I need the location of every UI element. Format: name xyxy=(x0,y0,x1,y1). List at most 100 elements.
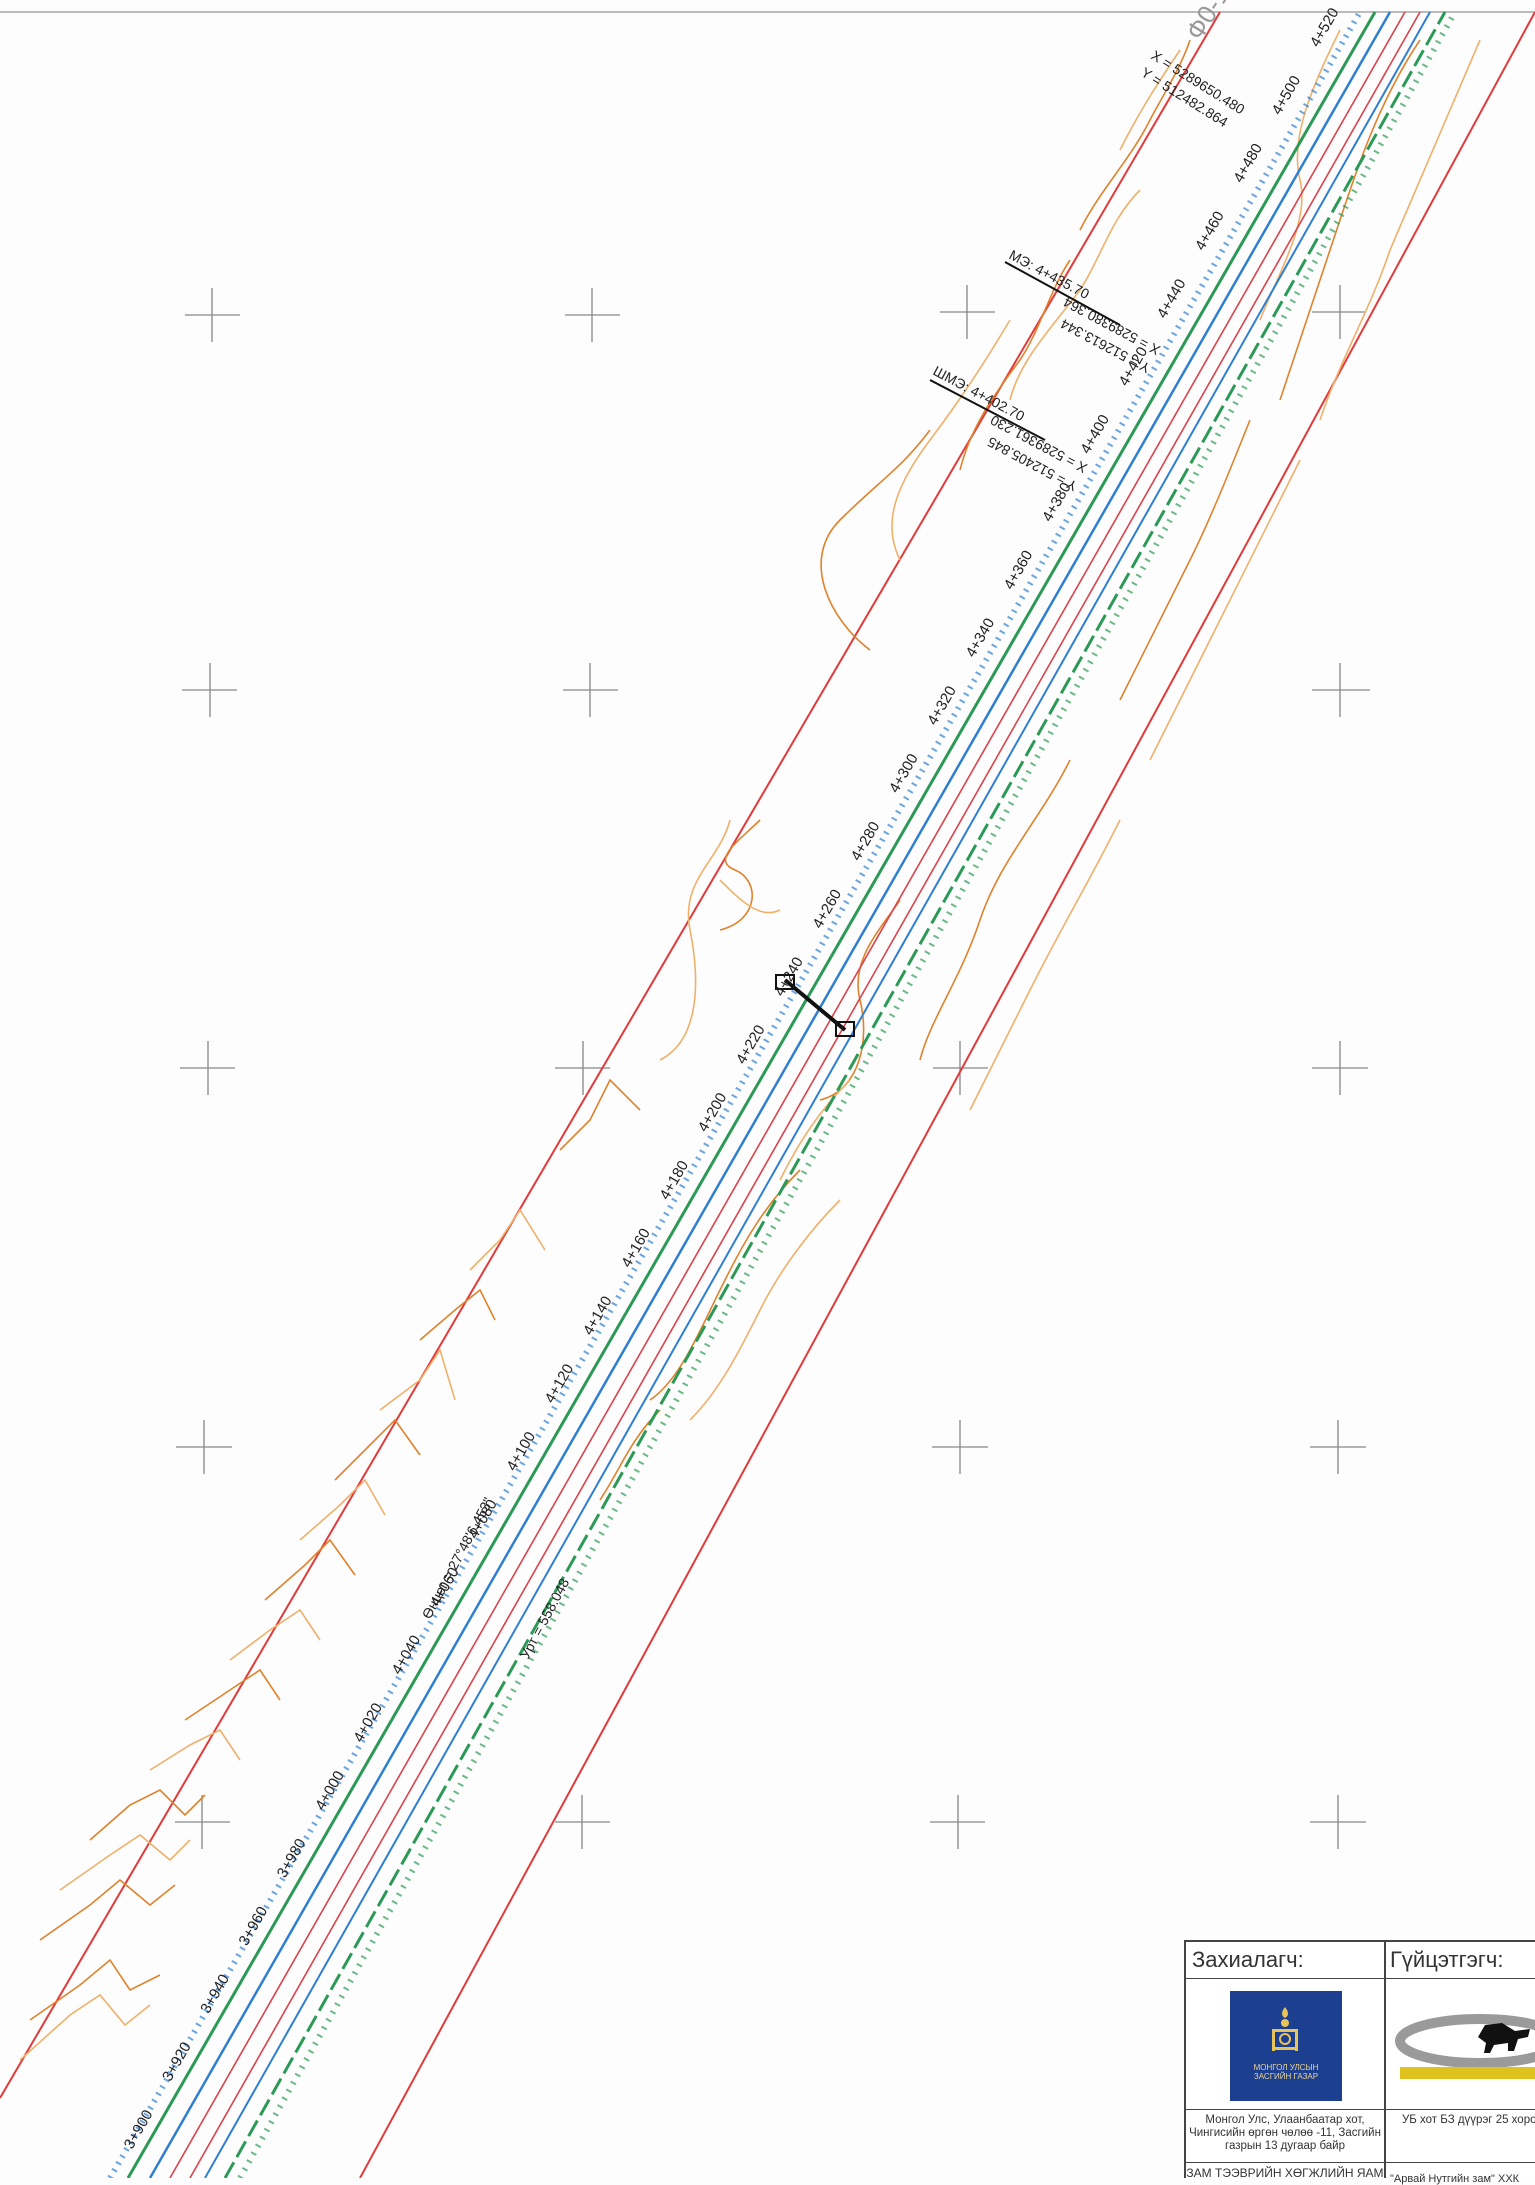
contour-line xyxy=(59,1834,191,1891)
government-emblem: МОНГОЛ УЛСЫН ЗАСГИЙН ГАЗАР xyxy=(1230,1991,1342,2101)
grid-cross xyxy=(932,1420,988,1474)
contour-line xyxy=(264,1538,356,1601)
road-edge-blue-2 xyxy=(204,11,1431,2178)
shme-label: ШМЭ: 4+402.70 xyxy=(931,363,1028,425)
contour-line xyxy=(89,1789,206,1841)
ditch-line-right xyxy=(237,10,1458,2178)
grid-cross xyxy=(1310,1795,1366,1849)
client-column: Захиалагч: МОНГОЛ УЛСЫН ЗАСГИЙН ГАЗАР Мо… xyxy=(1186,1942,1386,2180)
title-block: Захиалагч: МОНГОЛ УЛСЫН ЗАСГИЙН ГАЗАР Мо… xyxy=(1184,1940,1535,2185)
me-label: МЭ: 4+435.70 xyxy=(1007,247,1093,303)
contour-lines xyxy=(19,29,1481,2061)
station-label: 4+360 xyxy=(1001,548,1037,593)
station-label: 4+100 xyxy=(503,1429,539,1474)
contour-line xyxy=(779,1079,851,1181)
contour-line xyxy=(184,1668,281,1721)
contour-line xyxy=(149,1728,241,1771)
contour-line xyxy=(1119,49,1181,151)
station-label: 4+480 xyxy=(1230,141,1266,186)
grid-cross xyxy=(1312,663,1370,717)
contractor-address: УБ хот БЗ дүүрэг 25 хороо 68-17 тоот xyxy=(1384,2110,1535,2163)
cross-section-box-a xyxy=(775,974,795,990)
station-label: 4+300 xyxy=(886,751,922,796)
contour-line xyxy=(1119,419,1251,701)
contour-line xyxy=(959,259,1071,471)
contour-line xyxy=(649,1169,801,1401)
grid-cross xyxy=(940,285,995,339)
row-boundary-right xyxy=(359,11,1535,2178)
grid-crosses xyxy=(175,285,1370,1849)
client-logo-box: МОНГОЛ УЛСЫН ЗАСГИЙН ГАЗАР xyxy=(1186,1979,1384,2110)
station-label: 4+460 xyxy=(1192,208,1228,253)
road-edge-green xyxy=(126,11,1377,2178)
contour-line xyxy=(559,1078,641,1151)
row-boundary-left xyxy=(0,11,1221,2099)
contractor-name: "Арвай Нутгийн зам" ХХК xyxy=(1390,2173,1520,2185)
cross-section-box-b xyxy=(835,1021,855,1037)
station-label: 4+320 xyxy=(924,683,960,728)
contour-line xyxy=(1009,189,1141,401)
station-label: 4+160 xyxy=(618,1226,654,1271)
contour-line xyxy=(719,879,781,914)
grid-cross xyxy=(1312,1041,1368,1095)
curve-annotation: Өнцөг = 27°48'6.453" Урт = 558.048 xyxy=(419,1495,573,1662)
station-label: 4+200 xyxy=(695,1090,731,1135)
station-labels: 3+9003+9203+9403+9603+9804+0004+0204+040… xyxy=(121,5,1343,2152)
contour-line xyxy=(1149,459,1301,761)
shme-annotation: ШМЭ: 4+402.70 X = 5289361.230 Y = 512405… xyxy=(931,363,1090,495)
grid-cross xyxy=(930,1795,985,1849)
grid-cross xyxy=(180,1041,235,1095)
contractor-logo-icon xyxy=(1395,2014,1535,2079)
station-label: 4+220 xyxy=(733,1022,769,1067)
contour-line xyxy=(969,819,1121,1111)
contour-line xyxy=(1319,39,1481,421)
contour-line xyxy=(891,319,1011,561)
emblem-caption: МОНГОЛ УЛСЫН ЗАСГИЙН ГАЗАР xyxy=(1253,2063,1319,2081)
ditch-line-left xyxy=(107,10,1363,2178)
contractor-column: Гүйцэтгэгч: УБ хот БЗ дүүрэг 25 хороо 68… xyxy=(1384,1942,1535,2185)
client-address: Монгол Улс, Улаанбаатар хот, Чингисийн ө… xyxy=(1186,2110,1384,2163)
station-label: 4+400 xyxy=(1077,412,1113,457)
station-label: 4+440 xyxy=(1154,276,1190,321)
client-name: ЗАМ ТЭЭВРИЙН ХӨГЖЛИЙН ЯАМ xyxy=(1186,2166,1384,2180)
road-edge-red-2 xyxy=(189,11,1421,2178)
contour-line xyxy=(1259,29,1341,321)
contour-line xyxy=(229,1608,321,1661)
road-edge-green-2 xyxy=(223,11,1447,2178)
road-corridor xyxy=(107,10,1458,2178)
contour-line xyxy=(689,1199,841,1421)
grid-cross xyxy=(185,288,240,342)
grid-cross xyxy=(555,1041,610,1095)
grid-cross xyxy=(182,663,237,717)
road-centerline xyxy=(148,11,1392,2178)
pointer-line-me xyxy=(1004,261,1121,326)
grid-cross xyxy=(1310,1420,1366,1474)
road-edge-red-1 xyxy=(169,11,1406,2178)
grid-cross xyxy=(555,1795,610,1849)
client-header: Захиалагч: xyxy=(1186,1942,1384,1979)
contour-line xyxy=(469,1208,546,1271)
sheet-mark: Ф0-17 xyxy=(1180,0,1243,45)
grid-cross xyxy=(565,288,620,342)
station-label: 4+260 xyxy=(809,887,845,932)
grid-cross xyxy=(175,1795,230,1849)
contour-line xyxy=(19,1993,151,2061)
contour-line xyxy=(39,1878,176,1941)
station-label: 3+920 xyxy=(159,2039,195,2084)
grid-cross xyxy=(933,1041,988,1095)
contour-line xyxy=(419,1288,496,1341)
station-label: 3+960 xyxy=(236,1904,272,1949)
contour-line xyxy=(1079,39,1191,231)
station-label: 4+500 xyxy=(1268,73,1304,118)
grid-cross xyxy=(1312,285,1365,339)
grid-cross xyxy=(176,1420,232,1474)
station-label: 4+140 xyxy=(580,1293,616,1338)
station-label: 3+900 xyxy=(121,2107,157,2152)
grid-cross xyxy=(563,663,618,717)
contour-line xyxy=(334,1418,421,1481)
contractor-header: Гүйцэтгэгч: xyxy=(1384,1942,1535,1979)
contour-line xyxy=(820,429,931,651)
pointer-line-shme xyxy=(929,379,1046,441)
soyombo-icon xyxy=(1272,2007,1298,2051)
